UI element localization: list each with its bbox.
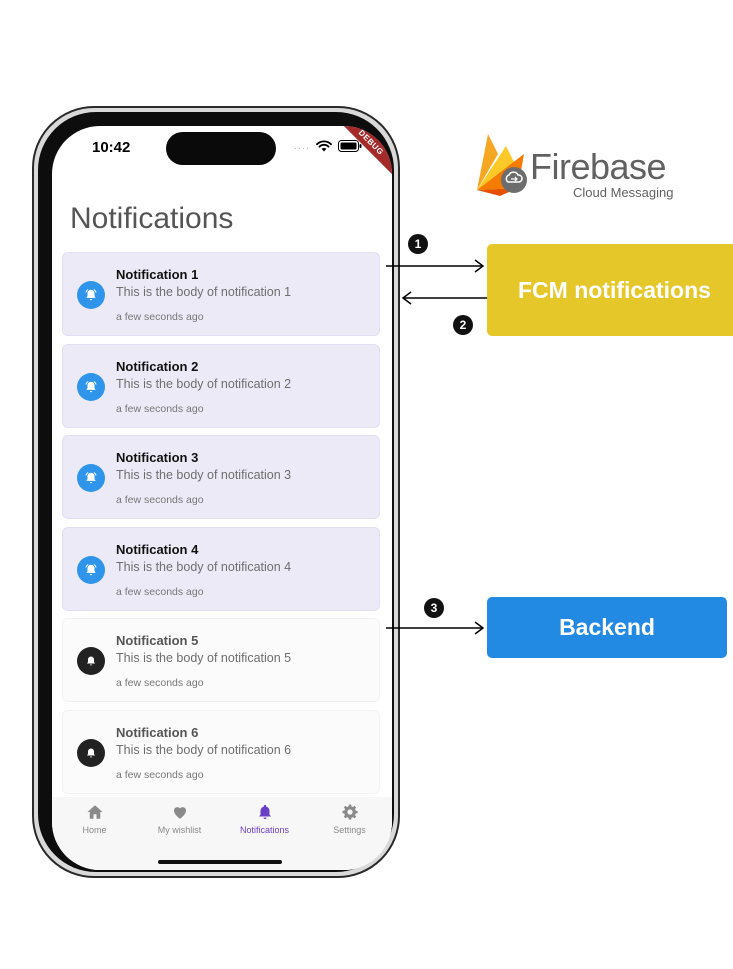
fcm-notifications-box: FCM notifications xyxy=(487,244,733,336)
nav-label: Settings xyxy=(333,825,366,835)
notification-title: Notification 3 xyxy=(116,450,199,465)
wifi-icon xyxy=(316,140,332,152)
home-icon xyxy=(52,803,137,821)
notification-body: This is the body of notification 5 xyxy=(116,651,292,665)
notification-time: a few seconds ago xyxy=(116,585,204,598)
notification-card[interactable]: Notification 1 This is the body of notif… xyxy=(62,252,380,336)
nav-item-notifications[interactable]: Notifications xyxy=(222,803,307,835)
notification-card[interactable]: Notification 3 This is the body of notif… xyxy=(62,435,380,519)
notification-list: Notification 1 This is the body of notif… xyxy=(62,252,380,801)
notification-title: Notification 4 xyxy=(116,541,199,557)
firebase-subtitle: Cloud Messaging xyxy=(573,185,674,200)
notification-body: This is the body of notification 6 xyxy=(116,742,292,757)
nav-label: Home xyxy=(82,825,107,835)
nav-label: Notifications xyxy=(239,825,290,835)
home-indicator xyxy=(158,860,282,864)
nav-item-wishlist[interactable]: My wishlist xyxy=(137,803,222,835)
step-badge-2: 2 xyxy=(453,315,473,335)
notification-title: Notification 6 xyxy=(116,724,199,740)
alarm-icon xyxy=(77,281,105,309)
arrow-to-backend xyxy=(386,621,485,635)
notification-time: a few seconds ago xyxy=(116,402,204,415)
notification-card[interactable]: Notification 6 This is the body of notif… xyxy=(62,709,380,794)
page-title: Notifications xyxy=(70,202,234,235)
signal-icon: .... xyxy=(293,140,310,152)
step-badge-1: 1 xyxy=(408,234,428,254)
step-badge-3: 3 xyxy=(424,598,444,618)
alarm-icon xyxy=(77,372,105,401)
notification-body: This is the body of notification 3 xyxy=(116,468,292,482)
phone-frame: 10:42 .... DEB xyxy=(32,106,400,878)
arrow-to-fcm xyxy=(386,259,485,273)
notification-title: Notification 5 xyxy=(116,633,199,648)
nav-item-home[interactable]: Home xyxy=(52,803,137,835)
notification-time: a few seconds ago xyxy=(116,311,204,323)
notification-card[interactable]: Notification 2 This is the body of notif… xyxy=(62,343,380,428)
firebase-flame-icon xyxy=(477,134,527,196)
nav-label: My wishlist xyxy=(157,825,202,835)
heart-icon xyxy=(137,803,222,821)
notification-time: a few seconds ago xyxy=(116,768,204,781)
alarm-icon xyxy=(77,464,105,492)
bell-icon xyxy=(222,803,307,821)
firebase-logo: Firebase Cloud Messaging xyxy=(474,132,684,202)
phone-bezel: 10:42 .... DEB xyxy=(38,112,394,872)
dynamic-island xyxy=(166,132,276,165)
firebase-wordmark: Firebase xyxy=(530,146,667,187)
nav-item-settings[interactable]: Settings xyxy=(307,803,392,835)
alarm-icon xyxy=(77,555,105,584)
notification-card[interactable]: Notification 4 This is the body of notif… xyxy=(62,526,380,611)
battery-icon xyxy=(338,140,362,152)
notification-title: Notification 1 xyxy=(116,267,199,282)
notification-body: This is the body of notification 4 xyxy=(116,559,292,574)
notification-time: a few seconds ago xyxy=(116,494,204,506)
notification-card[interactable]: Notification 5 This is the body of notif… xyxy=(62,618,380,702)
bell-icon xyxy=(77,738,105,767)
status-icons: .... xyxy=(294,140,362,152)
arrow-from-fcm xyxy=(401,291,500,305)
bell-icon xyxy=(77,647,105,675)
notification-time: a few seconds ago xyxy=(116,677,204,689)
status-time: 10:42 xyxy=(92,139,131,156)
notification-title: Notification 2 xyxy=(116,358,199,374)
bottom-navigation: Home My wishlist Notifications xyxy=(52,797,392,870)
backend-box: Backend xyxy=(487,597,727,658)
notification-body: This is the body of notification 2 xyxy=(116,376,292,391)
gear-icon xyxy=(307,803,392,821)
notification-body: This is the body of notification 1 xyxy=(116,285,292,299)
phone-screen: 10:42 .... DEB xyxy=(52,126,392,870)
